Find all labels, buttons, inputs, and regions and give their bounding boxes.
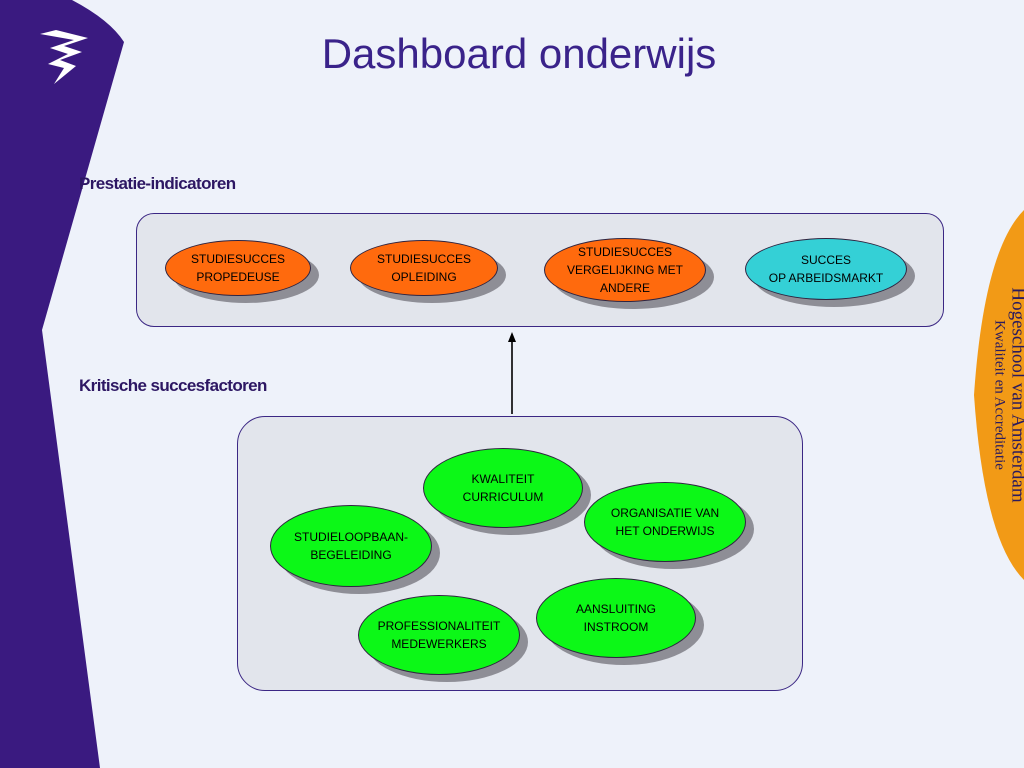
node-label-line: PROPEDEUSE (196, 270, 280, 284)
node-label-line: PROFESSIONALITEIT (377, 619, 501, 633)
hva-logo-icon (40, 30, 88, 84)
node-label-line: KWALITEIT (471, 472, 535, 486)
indicator-studiesucces-opleiding: STUDIESUCCES OPLEIDING (350, 240, 498, 296)
indicator-studiesucces-propedeuse: STUDIESUCCES PROPEDEUSE (165, 240, 311, 296)
node-label-line: STUDIELOOPBAAN- (293, 530, 409, 544)
factor-professionaliteit-medewerkers: PROFESSIONALITEIT MEDEWERKERS (358, 595, 520, 675)
indicator-studiesucces-vergelijking: STUDIESUCCES VERGELIJKING MET ANDERE (544, 238, 706, 302)
left-brand-band (0, 0, 124, 768)
factor-studieloopbaanbegeleiding: STUDIELOOPBAAN- BEGELEIDING (270, 505, 432, 587)
node-label-line: STUDIESUCCES (190, 252, 285, 266)
node-label-line: MEDEWERKERS (391, 637, 487, 651)
node-label-line: ORGANISATIE VAN (610, 506, 720, 520)
factor-organisatie-onderwijs: ORGANISATIE VAN HET ONDERWIJS (584, 482, 746, 562)
node-label-line: OP ARBEIDSMARKT (768, 271, 884, 285)
node-label-line: VERGELIJKING MET (566, 263, 684, 277)
indicator-succes-arbeidsmarkt: SUCCES OP ARBEIDSMARKT (745, 238, 907, 300)
kritische-succesfactoren-label: Kritische succesfactoren (79, 376, 267, 395)
right-accent-band (974, 210, 1024, 580)
influence-arrow (508, 332, 516, 414)
node-label-line: ANDERE (599, 281, 650, 295)
factor-kwaliteit-curriculum: KWALITEIT CURRICULUM (423, 448, 583, 528)
node-label-line: CURRICULUM (462, 490, 544, 504)
node-label-line: SUCCES (800, 253, 851, 267)
page-title: Dashboard onderwijs (321, 30, 717, 77)
node-label-line: AANSLUITING (575, 602, 656, 616)
node-label-line: HET ONDERWIJS (615, 524, 715, 538)
node-label-line: BEGELEIDING (310, 548, 392, 562)
prestatie-indicatoren-label: Prestatie-indicatoren (79, 174, 236, 193)
factor-aansluiting-instroom: AANSLUITING INSTROOM (536, 578, 696, 658)
node-label-line: INSTROOM (583, 620, 649, 634)
node-label-line: STUDIESUCCES (376, 252, 471, 266)
node-label-line: OPLEIDING (391, 270, 457, 284)
organization-name: Hogeschool van Amsterdam (1007, 287, 1024, 503)
organization-branding: Hogeschool van Amsterdam Kwaliteit en Ac… (991, 287, 1024, 502)
node-label-line: STUDIESUCCES (577, 245, 672, 259)
department-name: Kwaliteit en Accreditatie (991, 320, 1008, 470)
